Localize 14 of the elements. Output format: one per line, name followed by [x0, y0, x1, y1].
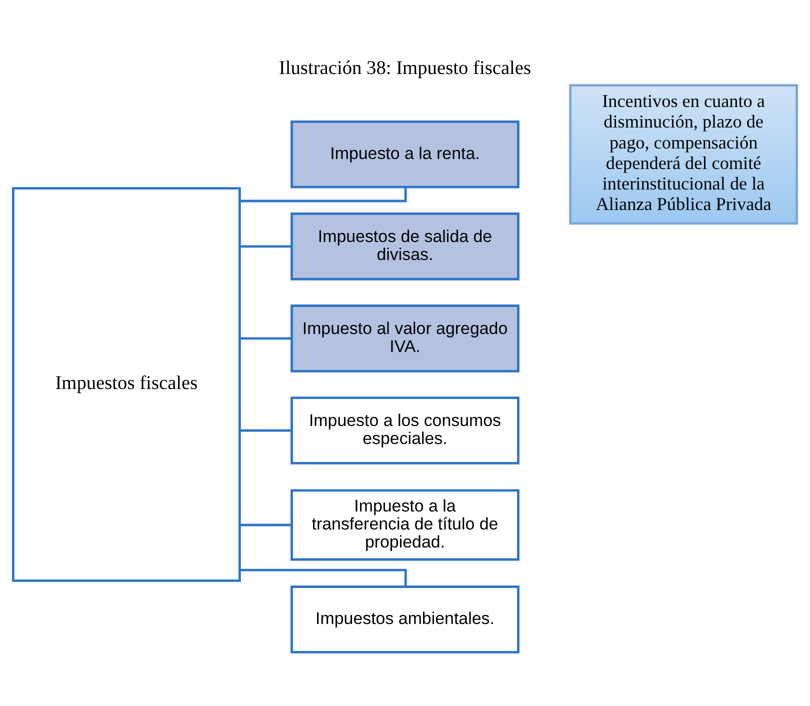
node-box: Impuestos de salida de divisas. — [290, 212, 520, 280]
connector — [240, 524, 292, 526]
diagram-title: Ilustración 38: Impuesto fiscales — [278, 58, 532, 80]
connector — [240, 337, 292, 340]
node-box: Impuestos fiscales — [12, 187, 241, 582]
node-box: Impuesto a la transferencia de título de propiedad. — [290, 489, 520, 561]
connector — [240, 245, 292, 248]
connector — [240, 429, 292, 432]
node-box: Impuesto al valor agregado IVA. — [290, 304, 520, 372]
node-box: Impuesto a la renta. — [290, 120, 520, 188]
node-box: Incentivos en cuanto a disminución, plazo de pago, compensación dependerá del comité interinstitucional de la Alianza Pública Privada — [569, 84, 798, 225]
node-box: Impuestos ambientales. — [290, 586, 520, 654]
connector — [240, 187, 407, 202]
node-box: Impuesto a los consumos especiales. — [290, 396, 520, 464]
